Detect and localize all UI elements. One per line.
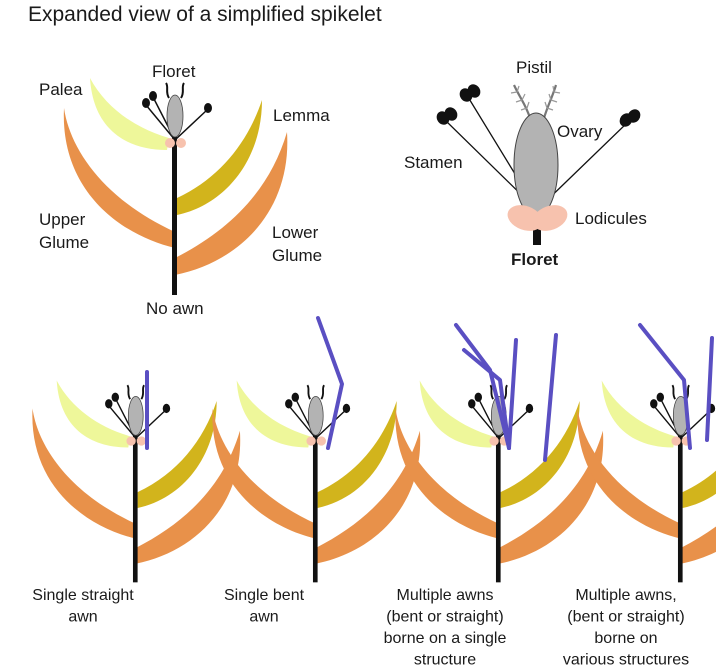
label-floret-bold: Floret	[511, 250, 559, 269]
caption-line: structure	[414, 652, 476, 667]
lower-glume	[175, 132, 288, 275]
label-lemma: Lemma	[273, 106, 330, 125]
caption-line: Single straight	[32, 587, 134, 604]
label-ovary: Ovary	[557, 122, 603, 141]
awns	[145, 316, 714, 462]
awn-various-3	[705, 336, 714, 442]
spikelet-single-bent	[211, 379, 422, 584]
caption-line: various structures	[563, 652, 689, 667]
captions: Single straight awn Single bent awn Multiple…	[32, 587, 689, 667]
caption-line: awn	[249, 609, 278, 626]
stamens	[142, 91, 212, 141]
spikelet-multiple-various	[576, 379, 716, 584]
spikelet-single-straight	[31, 379, 242, 584]
label-lodicules: Lodicules	[575, 209, 647, 228]
label-upper-glume-1: Upper	[39, 210, 86, 229]
label-lower-glume-1: Lower	[272, 223, 319, 242]
caption-line: borne on	[594, 630, 657, 647]
caption-line: (bent or straight)	[567, 609, 684, 626]
caption-line: borne on a single	[384, 630, 507, 647]
label-lower-glume-2: Glume	[272, 246, 322, 265]
floret-anthers	[436, 84, 641, 127]
stigma	[165, 82, 185, 99]
expanded-floret	[436, 84, 641, 245]
caption-line: (bent or straight)	[386, 609, 503, 626]
floret-stigmas	[513, 84, 558, 119]
awn-bent	[316, 316, 344, 450]
label-no-awn: No awn	[146, 299, 204, 318]
label-pistil: Pistil	[516, 58, 552, 77]
upper-glume	[63, 108, 175, 248]
floret-lodicule-right	[532, 205, 568, 231]
caption-line: Multiple awns	[397, 587, 494, 604]
lodicule	[165, 138, 175, 148]
awn-various-2	[638, 323, 692, 450]
floret-ovary	[513, 112, 559, 218]
diagram-title: Expanded view of a simplified spikelet	[28, 3, 382, 26]
lemma	[177, 100, 262, 215]
awn-multi-3	[507, 338, 518, 450]
label-palea: Palea	[39, 80, 83, 99]
awn-various-1	[543, 333, 558, 462]
palea	[90, 78, 169, 150]
label-upper-glume-2: Glume	[39, 233, 89, 252]
stigma-feathers	[510, 85, 561, 111]
lodicule	[176, 138, 186, 148]
main-spikelet	[63, 78, 288, 295]
label-floret: Floret	[152, 62, 196, 81]
caption-line: Multiple awns,	[575, 587, 676, 604]
caption-line: awn	[68, 609, 97, 626]
caption-line: Single bent	[224, 587, 305, 604]
ovary	[166, 94, 184, 138]
label-stamen: Stamen	[404, 153, 463, 172]
stem	[172, 110, 177, 295]
awn-multi-2	[462, 348, 511, 450]
